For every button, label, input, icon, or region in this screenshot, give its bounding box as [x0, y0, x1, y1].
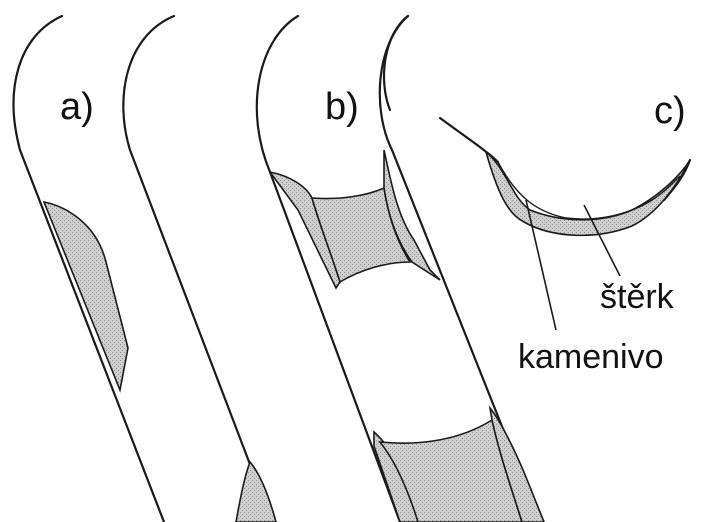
panel-label-c: c) [654, 92, 686, 130]
pipe-a-deposit [44, 202, 128, 390]
gravel-label: štěrk [600, 280, 674, 314]
pipe-a-deposit-lower [236, 462, 276, 522]
panel-label-b: b) [325, 88, 359, 126]
panel-label-a: a) [60, 88, 94, 126]
pipe-c-wall [384, 16, 408, 110]
pipe-c [384, 16, 690, 200]
pipe-a-inner-wall [123, 16, 272, 522]
pipe-a [14, 16, 272, 522]
pipe-c-gravel-layer [486, 152, 690, 235]
aggregate-label: kamenivo [518, 340, 664, 374]
